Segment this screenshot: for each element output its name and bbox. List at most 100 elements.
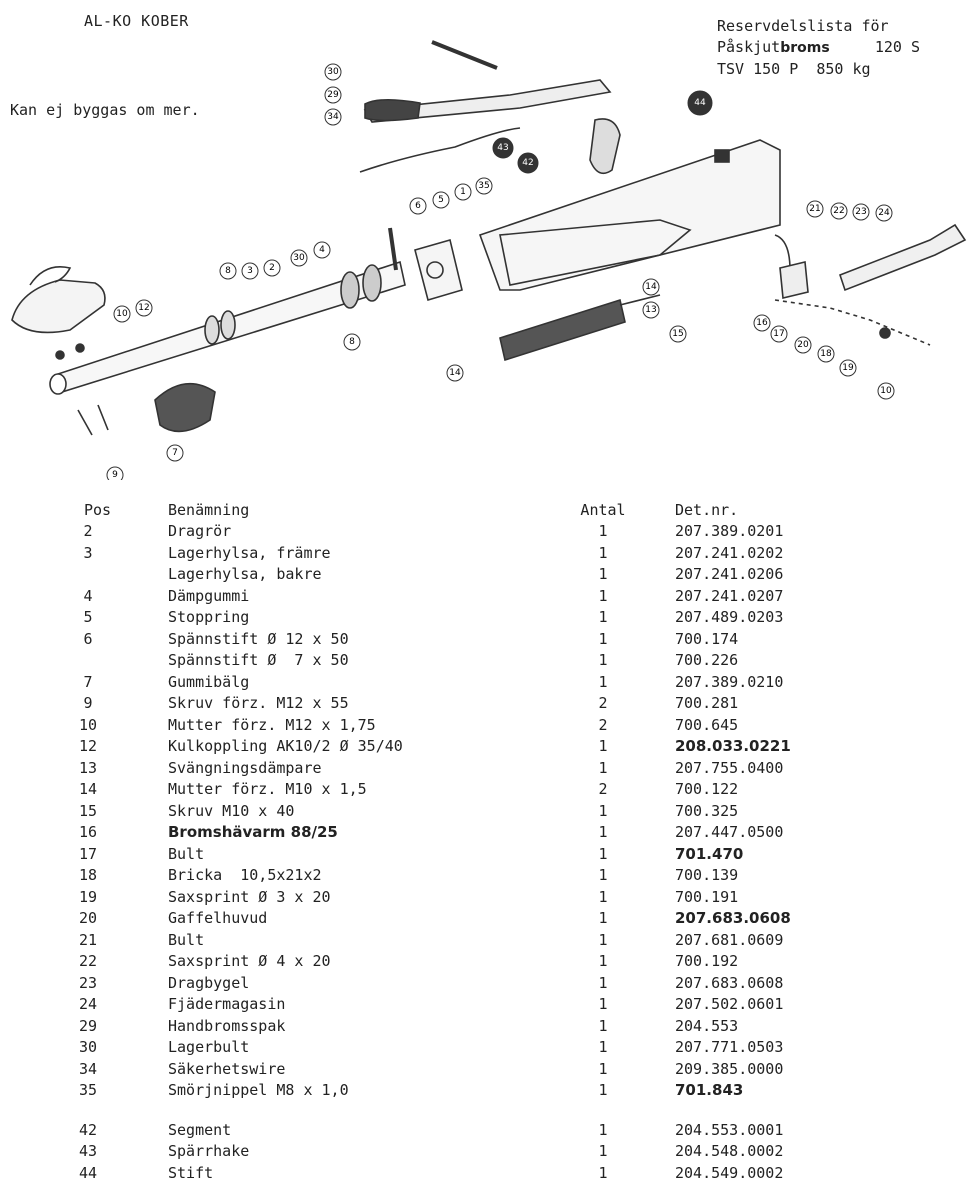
callout-14-bottom: 14 — [446, 364, 464, 382]
title-line-3: TSV 150 P 850 kg — [717, 60, 871, 78]
callout-20-text: 20 — [797, 340, 809, 350]
row-pos: 3 — [83, 543, 93, 562]
row-pos: 13 — [78, 758, 98, 777]
callout-21: 21 — [806, 200, 824, 218]
row-qty: 1 — [598, 608, 608, 626]
row-name: Stoppring — [168, 608, 250, 626]
row-qty: 1 — [598, 543, 608, 562]
callout-24: 24 — [875, 204, 893, 222]
callout-43: 43 — [492, 137, 514, 159]
row-det: 208.033.0221 — [675, 737, 791, 755]
header-pos: Pos — [84, 501, 112, 519]
callout-30-mid-text: 30 — [293, 253, 305, 263]
callout-19: 19 — [839, 359, 857, 377]
row-qty: 1 — [598, 887, 608, 906]
callout-12: 12 — [135, 299, 153, 317]
row-name: Stift — [168, 1163, 214, 1182]
row-name: Mutter förz. M10 x 1,5 — [168, 780, 367, 798]
row-name: Dämpgummi — [168, 586, 250, 605]
row-pos: 30 — [78, 1038, 98, 1056]
row-qty: 2 — [598, 715, 608, 734]
row-qty: 1 — [598, 1059, 608, 1078]
callout-42-text: 42 — [522, 158, 533, 168]
callout-30-mid: 30 — [290, 249, 308, 267]
document-title: Reservdelslista för Påskjutbroms 120 S T… — [717, 16, 920, 80]
callout-8-right: 8 — [343, 333, 361, 351]
callout-14-top-text: 14 — [645, 282, 657, 292]
row-name: Dragrör — [168, 522, 232, 540]
row-name: Lagerhylsa, bakre — [168, 565, 322, 583]
header-qty: Antal — [580, 501, 626, 519]
callout-35: 35 — [475, 177, 493, 195]
row-name: Lagerbult — [168, 1038, 250, 1056]
row-det: 207.241.0207 — [675, 586, 784, 605]
row-name: Handbromsspak — [168, 1016, 286, 1035]
row-pos: 12 — [78, 737, 98, 755]
callout-7: 7 — [166, 444, 184, 462]
callout-10-left-text: 10 — [116, 309, 128, 319]
row-qty: 1 — [598, 823, 608, 841]
callout-7-text: 7 — [172, 448, 178, 458]
callout-2-text: 2 — [269, 263, 275, 273]
row-qty: 2 — [598, 694, 608, 712]
table-header: Pos Benämning Antal Det.nr. — [0, 500, 980, 521]
callout-16: 16 — [753, 314, 771, 332]
row-name: Bromshävarm 88/25 — [168, 823, 338, 841]
row-name: Skruv förz. M12 x 55 — [168, 694, 349, 712]
row-pos: 22 — [78, 952, 98, 970]
row-name: Spärrhake — [168, 1142, 250, 1160]
row-name: Spännstift Ø 12 x 50 — [168, 629, 349, 648]
row-name: Skruv M10 x 40 — [168, 801, 295, 820]
callout-43-text: 43 — [497, 143, 508, 153]
row-qty: 1 — [598, 629, 608, 648]
callout-42: 42 — [517, 152, 539, 174]
row-pos: 34 — [78, 1059, 98, 1078]
callout-14-bottom-text: 14 — [449, 368, 461, 378]
title-line-1: Reservdelslista för — [717, 17, 889, 35]
row-det: 204.553 — [675, 1016, 739, 1035]
row-det: 700.174 — [675, 629, 739, 648]
callout-22-text: 22 — [833, 206, 844, 216]
row-name: Segment — [168, 1120, 232, 1139]
row-pos: 20 — [78, 909, 98, 927]
callout-30-top-text: 30 — [327, 67, 339, 77]
row-pos: 7 — [83, 672, 93, 691]
row-det: 700.226 — [675, 651, 739, 669]
callout-23: 23 — [852, 203, 870, 221]
title-line-2a: Påskjut — [717, 38, 781, 56]
row-pos: 29 — [78, 1016, 98, 1035]
callout-13-text: 13 — [645, 305, 656, 315]
row-name: Fjädermagasin — [168, 995, 286, 1013]
row-pos: 42 — [78, 1120, 98, 1139]
callout-3-text: 3 — [247, 266, 253, 276]
row-name: Säkerhetswire — [168, 1059, 286, 1078]
callout-labels: 30 29 34 44 43 42 35 1 5 6 4 30 3 8 2 8 … — [106, 63, 895, 480]
brand-label: AL-KO KOBER — [84, 12, 189, 30]
row-qty: 1 — [598, 1142, 608, 1160]
row-name: Smörjnippel M8 x 1,0 — [168, 1081, 349, 1099]
row-qty: 1 — [598, 1038, 608, 1056]
callout-20: 20 — [794, 336, 812, 354]
row-det: 209.385.0000 — [675, 1059, 784, 1078]
callout-9: 9 — [106, 466, 124, 480]
row-pos: 10 — [78, 715, 98, 734]
callout-6: 6 — [409, 197, 427, 215]
row-qty: 1 — [598, 586, 608, 605]
row-det: 700.325 — [675, 801, 739, 820]
row-pos: 21 — [78, 930, 98, 949]
row-name: Gummibälg — [168, 672, 250, 691]
